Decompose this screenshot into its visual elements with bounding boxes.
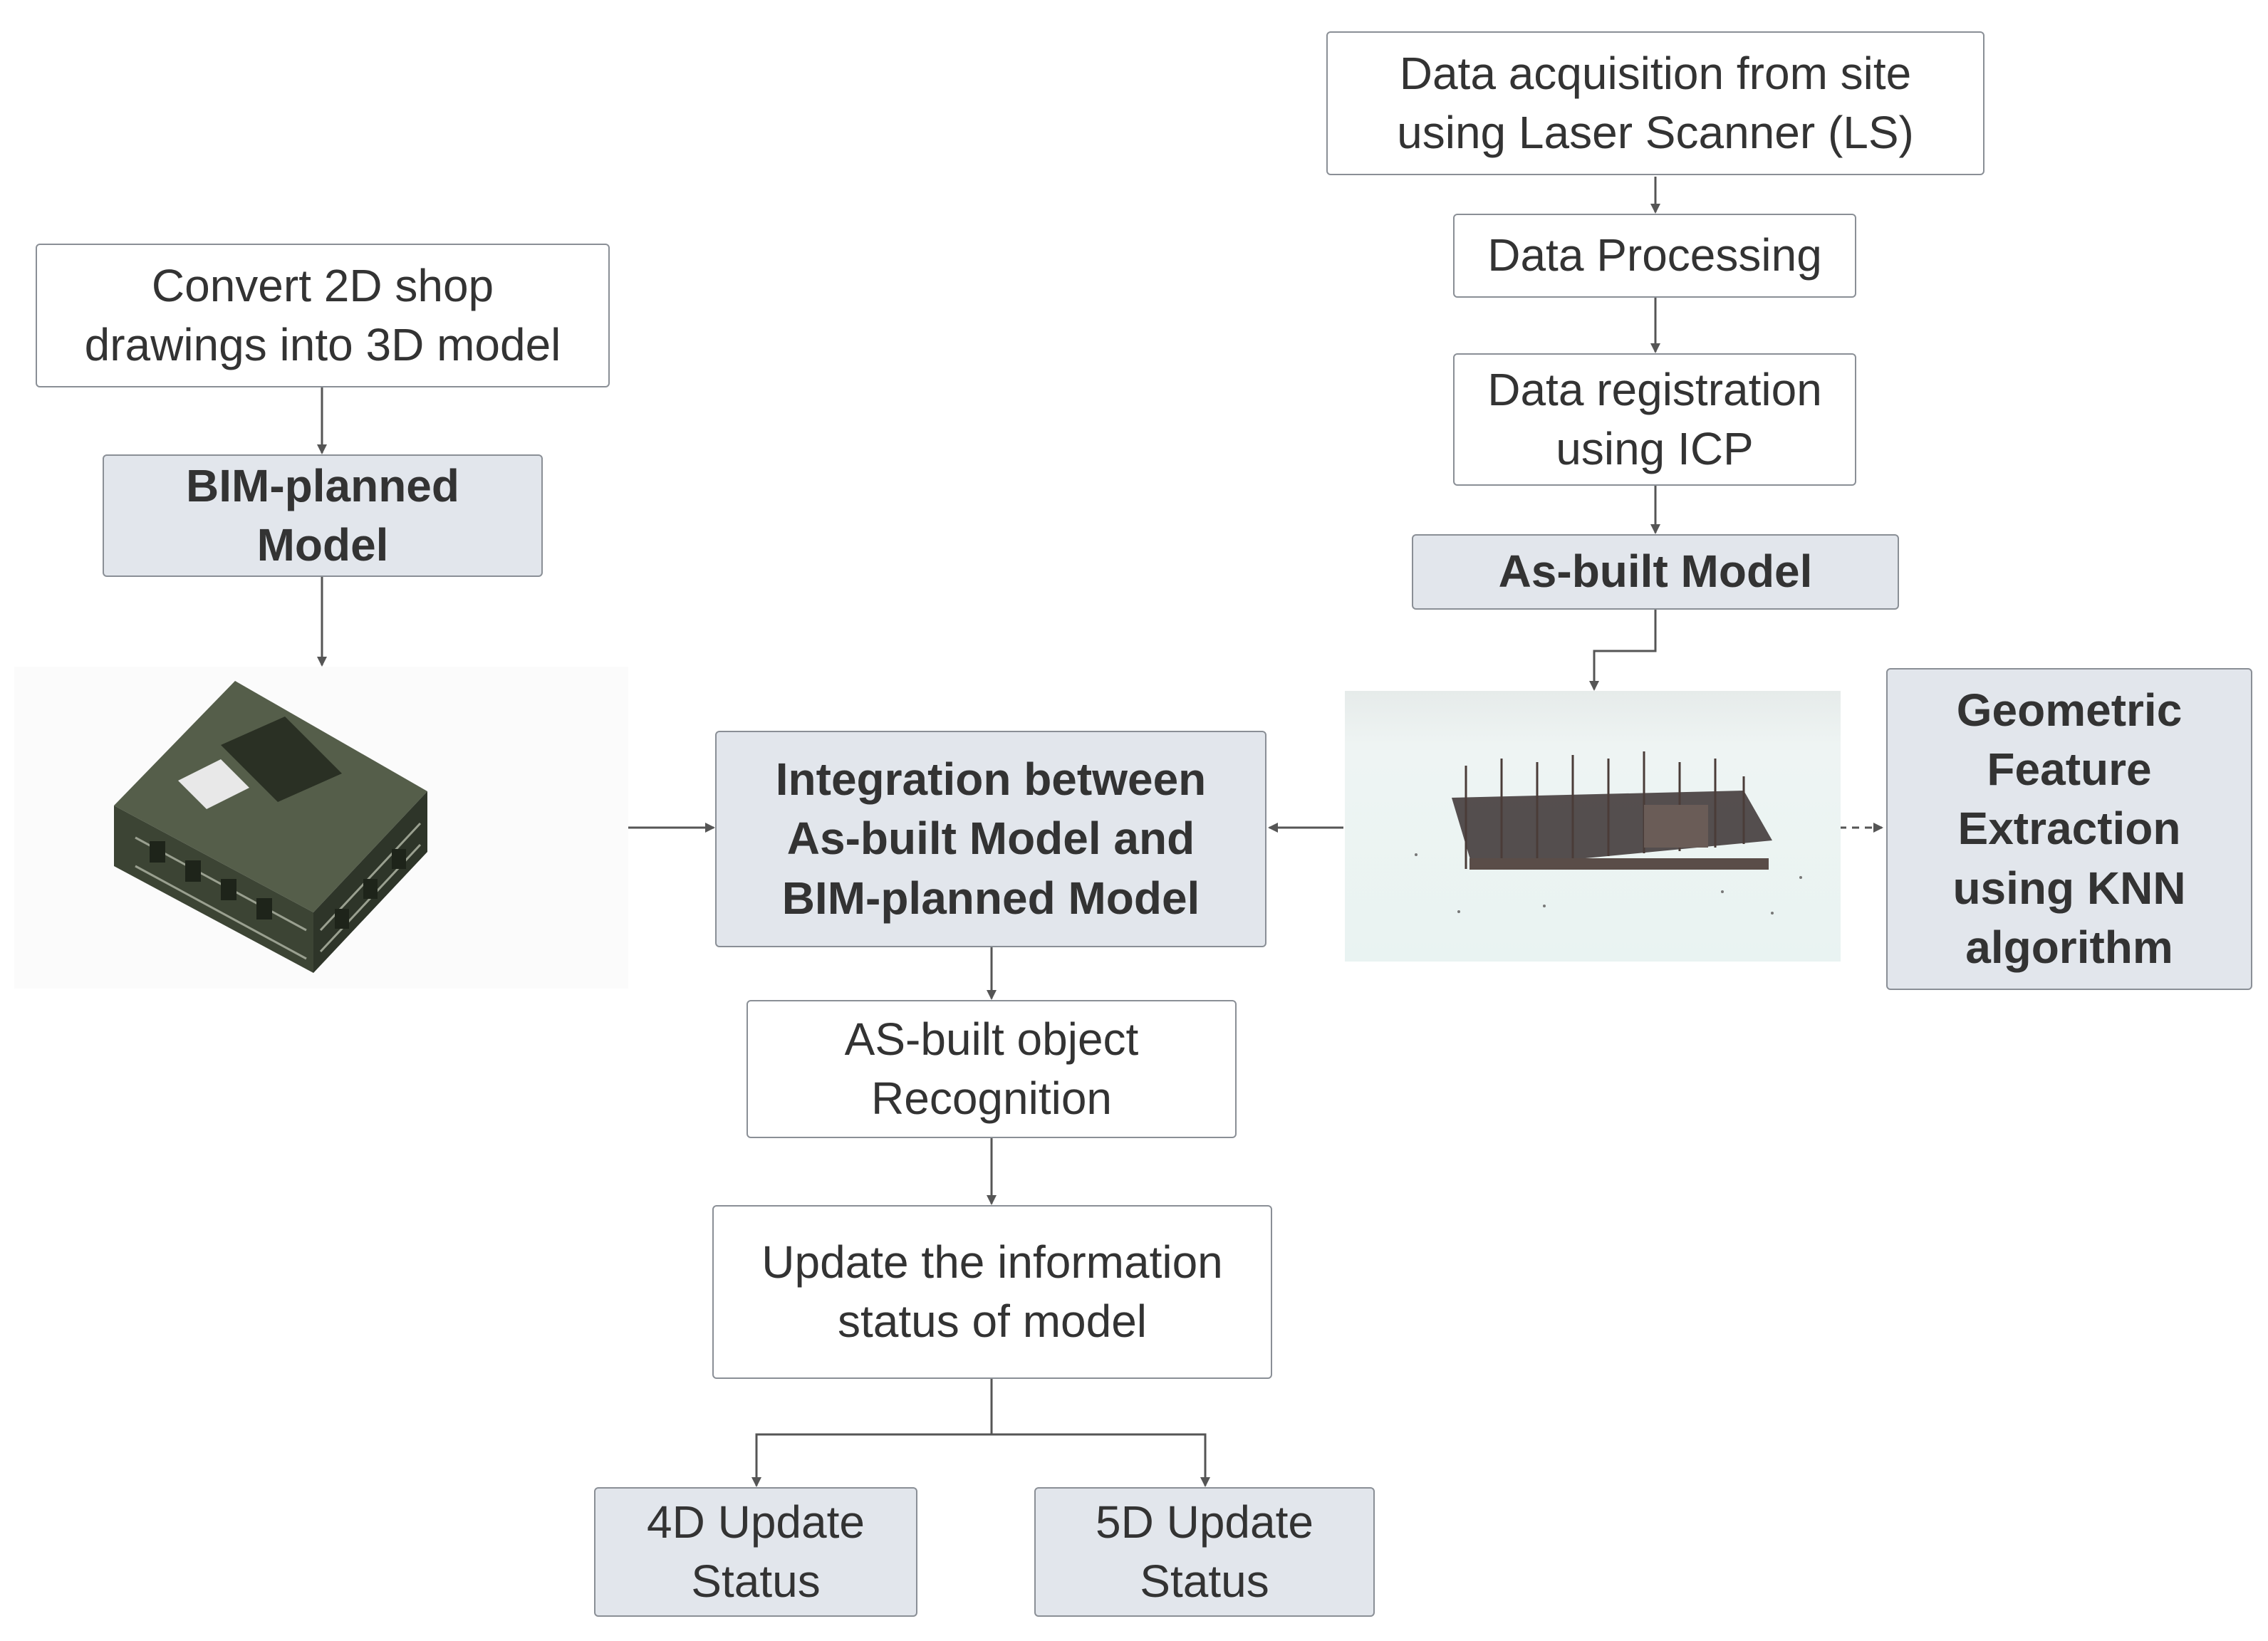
- data-registration-box: Data registration using ICP: [1453, 353, 1856, 486]
- data-acquisition-box: Data acquisition from site using Laser S…: [1326, 31, 1984, 175]
- convert-2d-to-3d-box: Convert 2D shop drawings into 3D model: [36, 244, 610, 387]
- object-recognition-box: AS-built object Recognition: [747, 1000, 1237, 1138]
- as-built-point-cloud-image: [1345, 691, 1841, 962]
- data-processing-box: Data Processing: [1453, 214, 1856, 298]
- as-built-model-box: As-built Model: [1412, 534, 1899, 610]
- arrow-update-to-4d: [751, 1379, 993, 1487]
- update-4d-status-box: 4D Update Status: [594, 1487, 917, 1617]
- bim-planned-model-box: BIM-planned Model: [103, 454, 543, 577]
- integration-box: Integration between As-built Model and B…: [715, 731, 1266, 947]
- arrow-update-to-5d: [992, 1433, 1210, 1487]
- update-information-status-box: Update the information status of model: [712, 1205, 1272, 1379]
- bim-planned-building-image: [14, 667, 628, 989]
- arrow-asbuilt-to-pointcloud: [1589, 610, 1657, 691]
- update-5d-status-box: 5D Update Status: [1034, 1487, 1375, 1617]
- geometric-feature-extraction-box: Geometric Feature Extraction using KNN a…: [1886, 668, 2252, 990]
